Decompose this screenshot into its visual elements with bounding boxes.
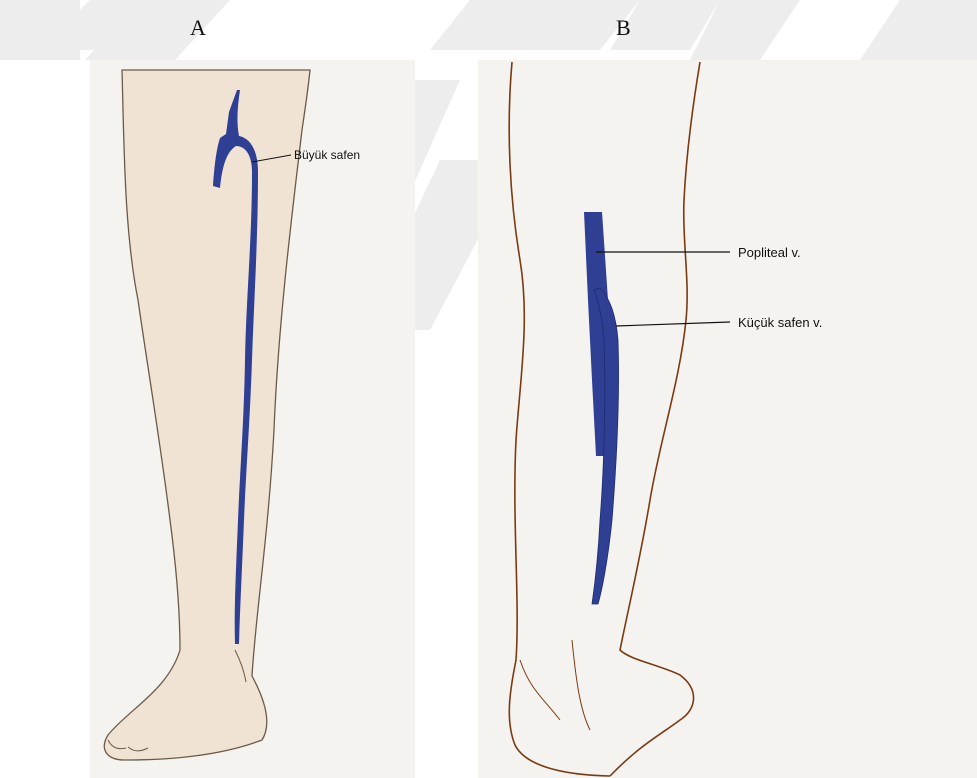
label-kucuk-safen: Küçük safen v. <box>738 315 822 330</box>
panel-a-letter: A <box>190 15 206 40</box>
panel-b-letter: B <box>616 15 631 40</box>
label-buyuk-safen: Büyük safen <box>294 148 360 162</box>
panel-b-paper <box>478 60 977 778</box>
label-popliteal: Popliteal v. <box>738 245 801 260</box>
